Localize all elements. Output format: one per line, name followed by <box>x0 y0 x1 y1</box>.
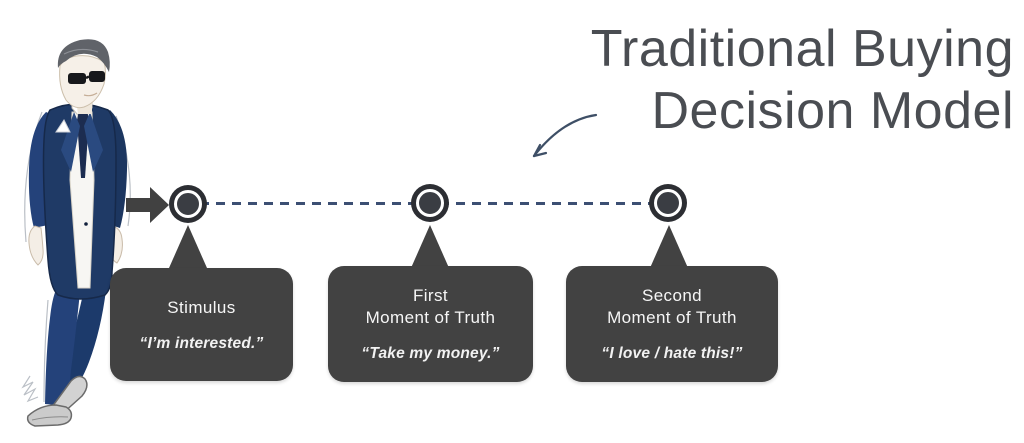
stage-quote: “I love / hate this!” <box>601 345 743 362</box>
stage-label-line: Moment of Truth <box>607 308 737 327</box>
stage-label: First Moment of Truth <box>366 285 496 329</box>
flow-arrow-icon <box>126 187 169 223</box>
right-lapel <box>84 112 103 172</box>
timeline-node-second-moment <box>654 189 682 217</box>
stage-quote: “I’m interested.” <box>139 334 264 352</box>
hair-strand <box>63 48 99 55</box>
callout-second-moment-of-truth: Second Moment of Truth “I love / hate th… <box>566 266 778 382</box>
stage-label-line: Second <box>641 286 703 305</box>
page-title-line2: Decision Model <box>651 82 1014 140</box>
jacket-button <box>84 222 88 226</box>
left-arm <box>28 112 53 228</box>
left-hand <box>28 225 44 266</box>
page-title-line1: Traditional Buying <box>590 20 1014 78</box>
timeline-node-stimulus <box>174 190 202 218</box>
shoe-sole-line <box>31 416 69 421</box>
left-lapel <box>61 112 80 172</box>
callout-pointer-second-moment <box>650 225 688 268</box>
stage-label: Second Moment of Truth <box>607 285 737 329</box>
stage-label-line: First <box>412 286 449 305</box>
front-leg <box>45 290 80 406</box>
callout-first-moment-of-truth: First Moment of Truth “Take my money.” <box>328 266 533 382</box>
stage-label-line: Moment of Truth <box>365 308 496 327</box>
timeline-node-first-moment <box>416 189 444 217</box>
pocket-square <box>55 119 71 133</box>
callout-stimulus: Stimulus “I’m interested.” <box>110 268 293 381</box>
sunglasses-left-lens <box>68 73 86 84</box>
page-title: Traditional Buying Decision Model <box>591 18 1014 142</box>
sunglasses-bridge <box>85 75 90 80</box>
curved-arrow-icon <box>532 113 598 158</box>
stage-label: Stimulus <box>167 297 235 319</box>
stage-quote: “Take my money.” <box>361 345 500 362</box>
callout-pointer-stimulus <box>169 225 207 268</box>
stage-label-line: Stimulus <box>167 297 236 317</box>
callout-pointer-first-moment <box>411 225 449 268</box>
hair <box>57 39 110 72</box>
businessman-illustration <box>21 39 131 427</box>
front-shoe <box>26 404 73 427</box>
mouth <box>83 92 98 97</box>
sunglasses-right-lens <box>89 71 105 82</box>
